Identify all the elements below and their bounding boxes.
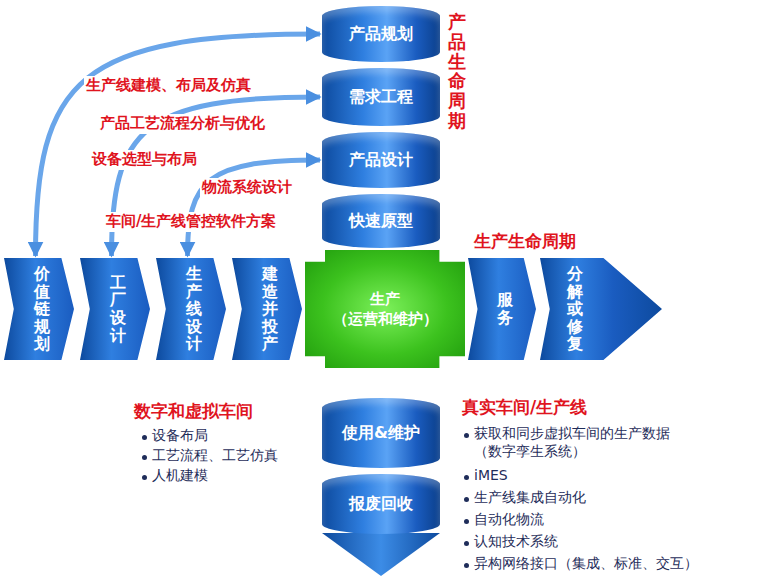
stage-chevron: 价值链规划 (4, 258, 74, 360)
annotation-label: 物流系统设计 (200, 178, 294, 198)
stage-text: 建造并投产 (262, 265, 278, 353)
bullet-text: 认知技术系统 (474, 532, 558, 550)
stage-text: 分解或修复 (567, 265, 583, 353)
bullet-text: 设备布局 (152, 426, 208, 444)
stage-text: 产品设计 (349, 149, 413, 171)
bullet-text: 工艺流程、工艺仿真 (152, 446, 278, 464)
stage-text: 快速原型 (349, 210, 413, 232)
stage-cylinder: 产品规划 (322, 6, 440, 62)
annotation-label: 产品工艺流程分析与优化 (98, 114, 267, 134)
stage-cylinder: 使用&维护 (322, 398, 440, 468)
stage-cylinder: 产品设计 (322, 132, 440, 188)
bullet-text: iMES (474, 466, 508, 484)
stage-cylinder: 快速原型 (322, 194, 440, 248)
curved-arrow (36, 34, 321, 256)
stage-text: 价值链规划 (34, 265, 50, 353)
annotation-label: 生产生命周期 (474, 230, 576, 252)
stage-text: 需求工程 (349, 86, 413, 108)
stage-chevron: 建造并投产 (232, 258, 302, 360)
bullet-text: 异构网络接口（集成、标准、交互） (474, 554, 698, 572)
stage-chevron: 生产线设计 (156, 258, 226, 360)
stage-cylinder: 报废回收 (322, 474, 440, 534)
bullet-dot (464, 475, 469, 480)
stage-text: 报废回收 (349, 493, 413, 515)
annotation-label: 产品生命周期 (448, 12, 466, 131)
bullet-dot (464, 541, 469, 546)
bullet-text: 生产线集成自动化 (474, 488, 586, 506)
bullet-dot (142, 435, 147, 440)
stage-text: 生产 (370, 289, 400, 309)
annotation-label: 车间/生产线管控软件方案 (104, 212, 278, 232)
stage-cylinder: 需求工程 (322, 68, 440, 126)
bullet-dot (464, 519, 469, 524)
stage-text: 服务 (497, 291, 513, 326)
stage-text: 使用&维护 (342, 422, 420, 444)
stage-chevron: 服务 (468, 258, 536, 360)
bullet-dot (142, 475, 147, 480)
bullet-text: 获取和同步虚拟车间的生产数据 （数字孪生系统） (474, 424, 679, 460)
stage-chevron: 工厂设计 (80, 258, 150, 360)
stage-text: （运营和维护） (333, 309, 438, 329)
annotation-label: 设备选型与布局 (90, 150, 199, 170)
bullet-dot (464, 497, 469, 502)
bullet-dot (464, 433, 469, 438)
production-cross: 生产（运营和维护） (305, 250, 465, 368)
stage-chevron: 分解或修复 (540, 258, 662, 360)
stage-text: 工厂设计 (110, 274, 126, 344)
curved-arrow (188, 160, 321, 256)
annotation-label: 数字和虚拟车间 (134, 400, 253, 422)
annotation-label: 生产线建模、布局及仿真 (84, 76, 253, 96)
stage-text: 产品规划 (349, 23, 413, 45)
bullet-dot (464, 563, 469, 568)
arrow-tip (322, 533, 440, 576)
bullet-dot (142, 455, 147, 460)
stage-text: 生产线设计 (186, 265, 202, 353)
annotation-label: 真实车间/生产线 (462, 396, 587, 418)
bullet-text: 人机建模 (152, 466, 208, 484)
bullet-text: 自动化物流 (474, 510, 544, 528)
